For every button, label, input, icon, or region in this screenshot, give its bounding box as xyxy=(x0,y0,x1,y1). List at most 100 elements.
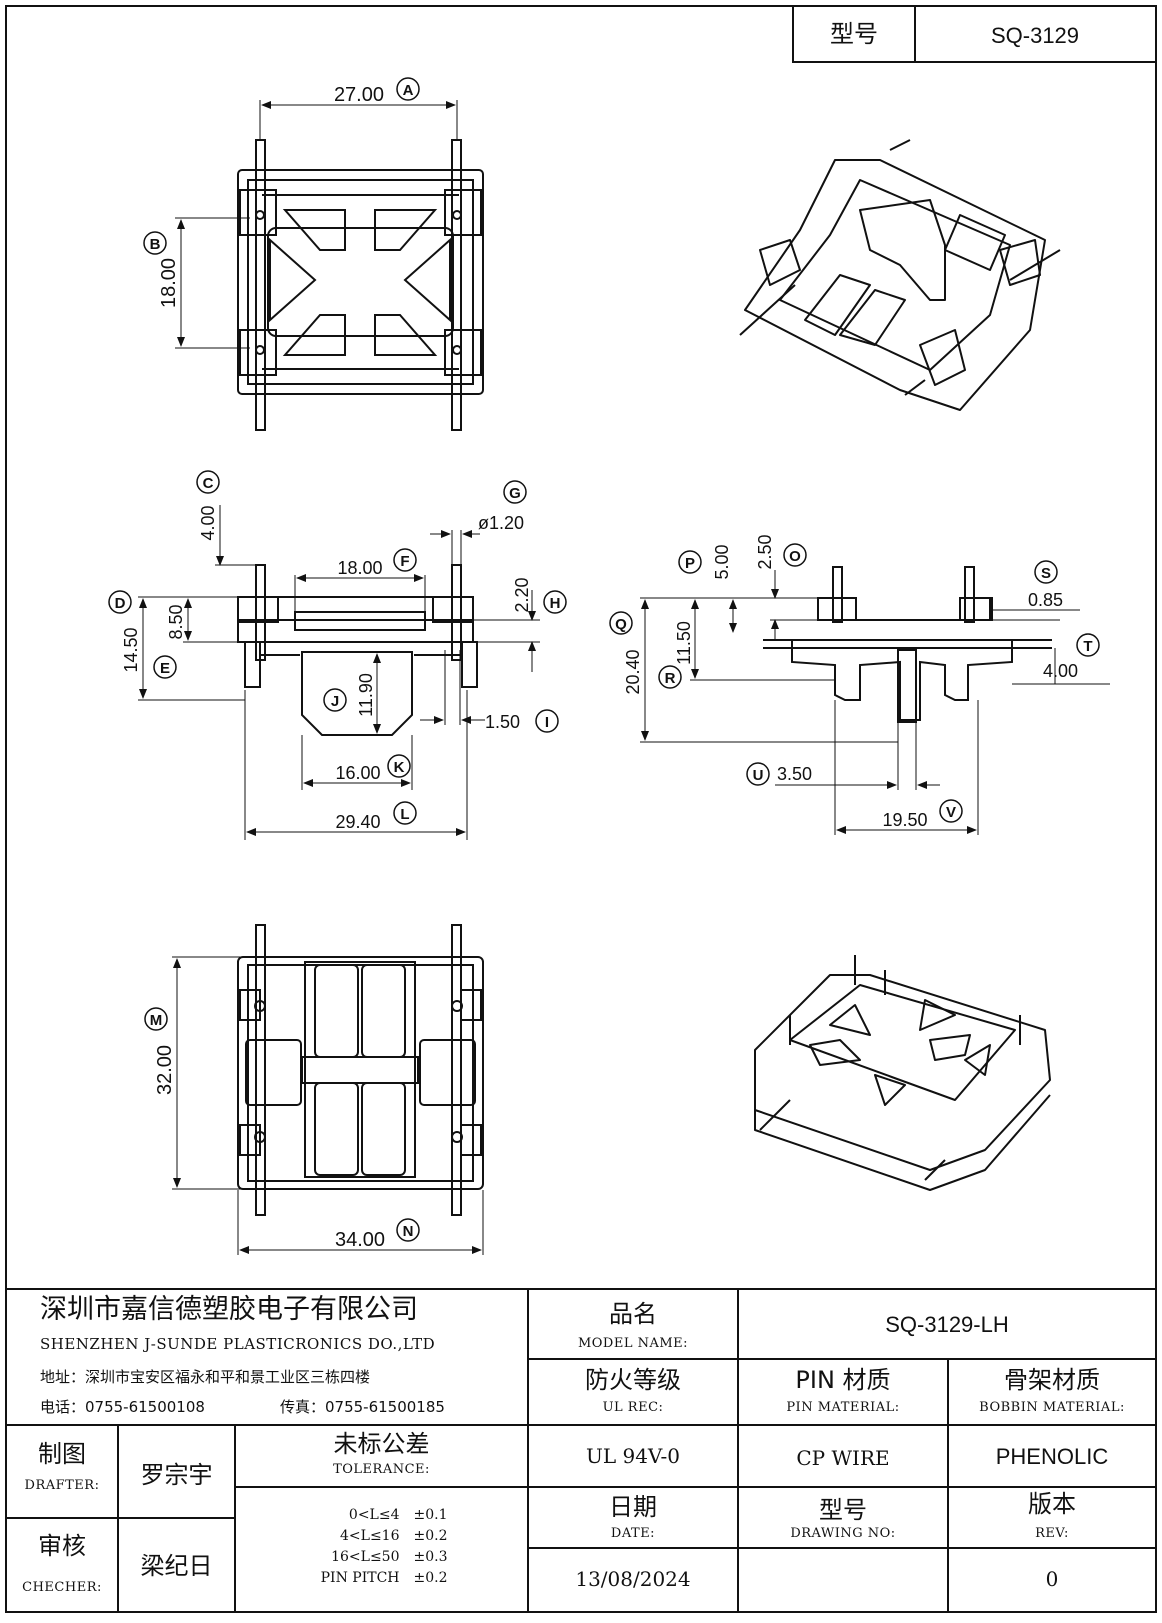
model-name-label-cn: 品名 xyxy=(609,1300,657,1328)
dim-T: T 4.00 xyxy=(1012,633,1110,685)
svg-text:M: M xyxy=(150,1012,163,1029)
svg-text:14.50: 14.50 xyxy=(121,627,141,672)
svg-text:U: U xyxy=(753,767,764,784)
dim-F: 18.00 F xyxy=(294,548,426,612)
top-view xyxy=(237,139,484,431)
svg-text:18.00: 18.00 xyxy=(158,258,180,308)
bobbin-material-value: PHENOLIC xyxy=(995,1444,1109,1469)
rev-value: 0 xyxy=(1045,1567,1059,1591)
dim-Q: Q 20.40 xyxy=(609,597,898,743)
dim-S: S 0.85 xyxy=(990,560,1080,621)
pin-material-value: CP WIRE xyxy=(796,1446,890,1470)
dim-R: R 11.50 xyxy=(658,599,835,689)
date-value: 13/08/2024 xyxy=(575,1567,691,1591)
svg-text:3.50: 3.50 xyxy=(777,764,812,784)
dim-V: 19.50 V xyxy=(834,700,979,835)
svg-text:29.40: 29.40 xyxy=(335,812,380,832)
svg-text:5.00: 5.00 xyxy=(712,544,732,579)
tolerance-row: 4<L≤16±0.2 xyxy=(340,1528,448,1544)
svg-text:I: I xyxy=(545,714,549,731)
svg-text:8.50: 8.50 xyxy=(166,604,186,639)
outer-frame xyxy=(5,5,1157,1613)
header-model-label: 型号 xyxy=(830,21,878,48)
tolerance-row: 0<L≤4±0.1 xyxy=(348,1507,448,1523)
svg-text:2.20: 2.20 xyxy=(512,577,532,612)
iso-view-bottom xyxy=(754,955,1051,1191)
drawing-no-label-en: DRAWING NO: xyxy=(790,1526,896,1541)
dim-I: 1.50 I xyxy=(420,650,559,733)
svg-text:P: P xyxy=(685,555,695,572)
tolerance-label-en: TOLERANCE: xyxy=(333,1462,430,1477)
checker-label-en: CHECHER: xyxy=(22,1580,102,1595)
model-name-label-en: MODEL NAME: xyxy=(577,1336,689,1351)
date-label-cn: 日期 xyxy=(609,1493,657,1521)
svg-text:18.00: 18.00 xyxy=(337,558,382,578)
tolerance-label-cn: 未标公差 xyxy=(333,1430,430,1458)
svg-text:R: R xyxy=(665,670,676,687)
svg-text:34.00: 34.00 xyxy=(335,1229,385,1251)
svg-text:O: O xyxy=(789,548,801,565)
svg-text:ø1.20: ø1.20 xyxy=(478,513,524,533)
pin-material-label-cn: PIN 材质 xyxy=(795,1366,891,1394)
dim-B: 18.00 B xyxy=(143,217,250,349)
title-block-grid xyxy=(6,1288,1156,1612)
iso-view-top xyxy=(739,139,1061,411)
dim-H: H 2.20 xyxy=(473,577,567,672)
drafter-label-en: DRAFTER: xyxy=(24,1478,100,1493)
svg-text:19.50: 19.50 xyxy=(882,810,927,830)
company-phone: 电话：0755-61500108 xyxy=(40,1398,205,1416)
dim-N: 34.00 N xyxy=(237,1190,484,1255)
checker-label-cn: 审核 xyxy=(38,1532,86,1560)
rev-label-cn: 版本 xyxy=(1028,1490,1076,1518)
company-name-en: SHENZHEN J-SUNDE PLASTICRONICS DO.,LTD xyxy=(40,1335,436,1353)
svg-text:K: K xyxy=(394,759,405,776)
drafter-name: 罗宗宇 xyxy=(140,1461,213,1489)
date-label-en: DATE: xyxy=(610,1526,656,1541)
dim-D: D 14.50 xyxy=(108,590,245,701)
svg-text:4.00: 4.00 xyxy=(1043,661,1078,681)
svg-text:20.40: 20.40 xyxy=(623,649,643,694)
dim-K: 16.00 K xyxy=(301,735,413,790)
dim-J: J 11.90 xyxy=(323,653,381,734)
company-fax: 传真：0755-61500185 xyxy=(280,1398,445,1416)
dim-G: G ø1.20 xyxy=(430,480,527,565)
svg-text:11.90: 11.90 xyxy=(356,673,376,717)
bobbin-material-label-en: BOBBIN MATERIAL: xyxy=(979,1400,1125,1415)
svg-text:C: C xyxy=(203,475,214,492)
svg-text:J: J xyxy=(331,693,339,710)
dim-C: C 4.00 xyxy=(196,470,255,566)
svg-text:16.00: 16.00 xyxy=(335,763,380,783)
svg-text:11.50: 11.50 xyxy=(674,621,694,665)
model-name-value: SQ-3129-LH xyxy=(885,1312,1009,1337)
header-model-box: 型号 SQ-3129 xyxy=(792,5,1157,63)
ul-value: UL 94V-0 xyxy=(585,1444,681,1468)
ul-label-cn: 防火等级 xyxy=(585,1366,681,1394)
ul-label-en: UL REC: xyxy=(602,1400,664,1415)
svg-text:N: N xyxy=(403,1223,414,1240)
company-address: 地址：深圳市宝安区福永和平和景工业区三栋四楼 xyxy=(40,1368,371,1386)
svg-text:G: G xyxy=(509,485,521,502)
svg-text:27.00: 27.00 xyxy=(334,84,384,106)
header-model-value: SQ-3129 xyxy=(991,23,1079,48)
svg-text:H: H xyxy=(550,595,561,612)
svg-text:D: D xyxy=(115,595,126,612)
tolerance-table: 0<L≤4±0.1 4<L≤16±0.2 16<L≤50±0.3 PIN PIT… xyxy=(235,1505,528,1589)
dim-O: O 2.50 xyxy=(755,534,818,640)
svg-text:Q: Q xyxy=(615,616,627,633)
rev-label-en: REV: xyxy=(1035,1526,1069,1541)
svg-text:L: L xyxy=(400,806,409,823)
svg-text:V: V xyxy=(946,804,956,821)
dim-A: 27.00 A xyxy=(259,77,458,140)
svg-text:T: T xyxy=(1083,638,1092,655)
svg-text:0.85: 0.85 xyxy=(1028,590,1063,610)
svg-text:F: F xyxy=(400,553,409,570)
svg-text:A: A xyxy=(403,82,414,99)
bobbin-material-label-cn: 骨架材质 xyxy=(1004,1366,1100,1394)
bottom-view xyxy=(237,924,484,1216)
checker-name: 梁纪日 xyxy=(140,1552,213,1580)
dim-L: 29.40 L xyxy=(244,690,468,840)
side-view xyxy=(763,566,1052,723)
svg-text:S: S xyxy=(1041,565,1051,582)
